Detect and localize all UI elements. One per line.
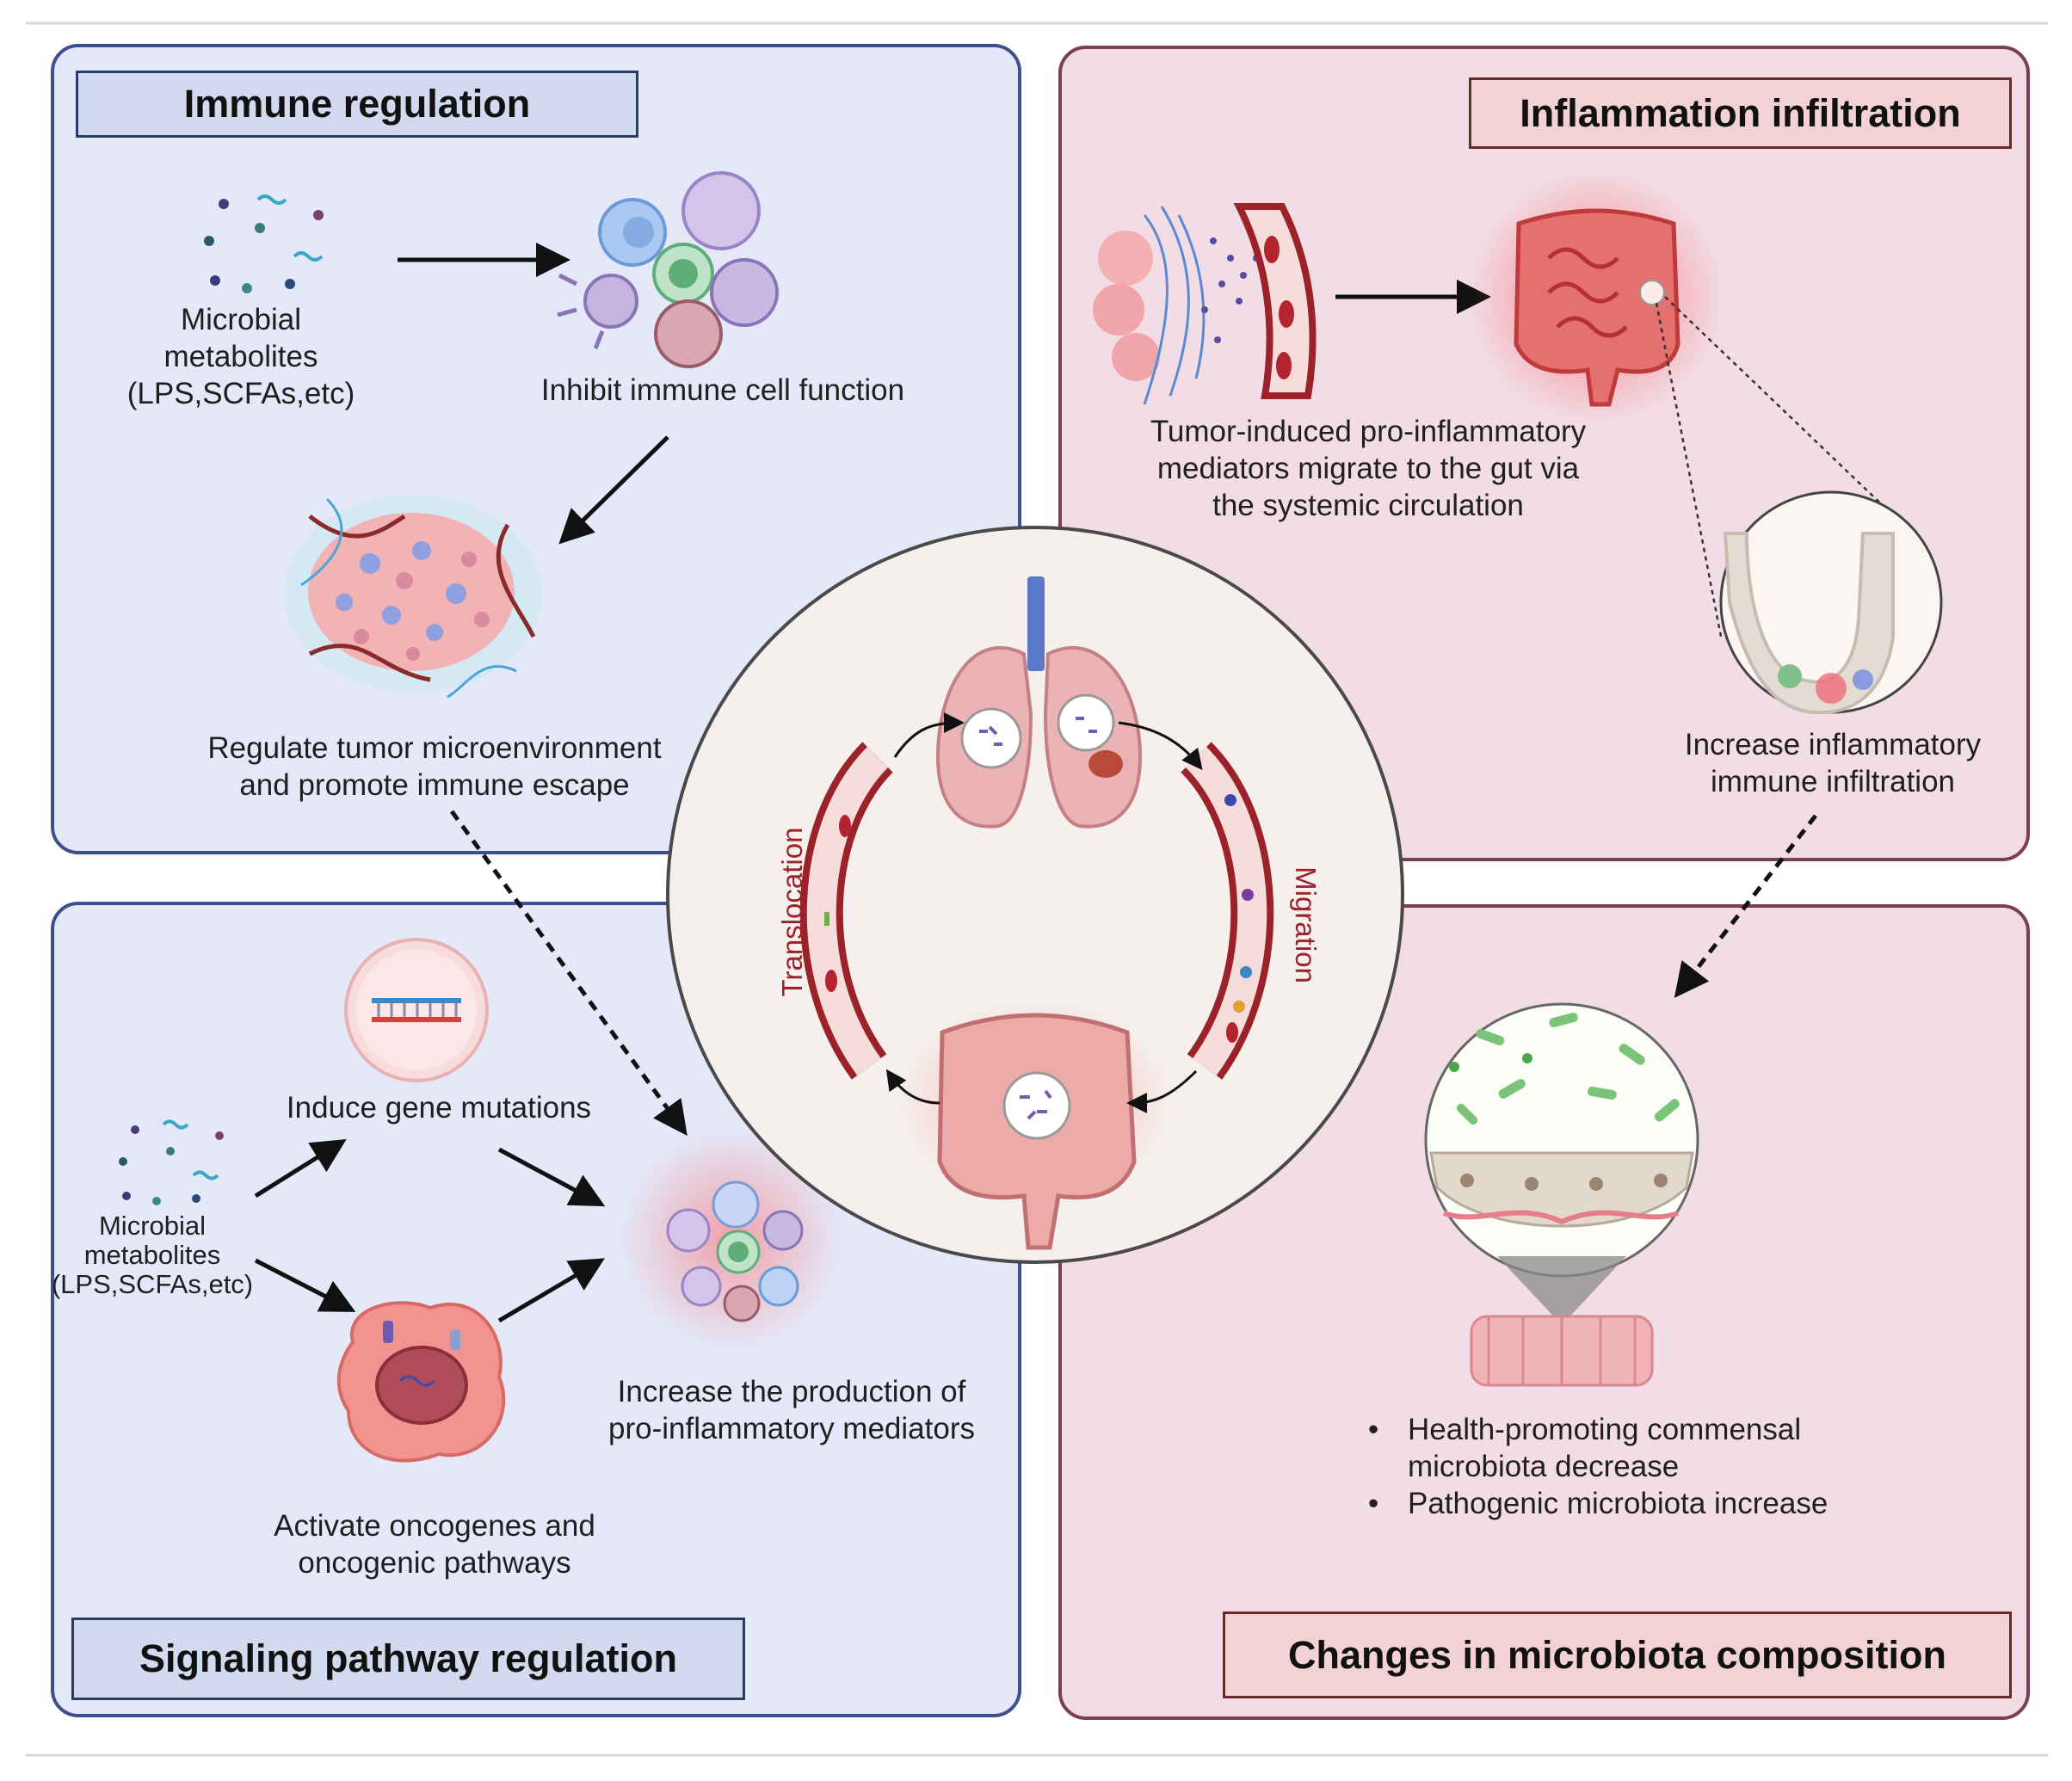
arc-arrow-top-left [893, 712, 965, 758]
arrow-metabolites-to-mutations [254, 1139, 347, 1199]
lungs-illustration [935, 576, 1143, 829]
intestine-segment [1470, 1315, 1654, 1387]
intestine-center-illustration [897, 998, 1173, 1250]
blood-vessel-top [1233, 203, 1317, 399]
translocation-label: Translocation [776, 828, 808, 997]
arrow-metabolites-to-oncogenes [254, 1258, 356, 1312]
oncogene-cell-illustration [336, 1301, 506, 1463]
label-increase-inflammatory-infiltration: Increase inflammatory immune infiltratio… [1684, 728, 1982, 798]
tumor-microenvironment-illustration [284, 495, 542, 699]
bullet-pathogenic-increase: Pathogenic microbiota increase [1368, 1485, 1919, 1522]
tumor-mediator-illustration [1093, 206, 1260, 405]
label-increase-pro-inflammatory-mediators: Increase the production of pro-inflammat… [608, 1375, 975, 1445]
label-microbial-metabolites-bottom: Microbial metabolites (LPS,SCFAs,etc) [51, 1211, 254, 1299]
metabolite-dots-top [204, 194, 324, 293]
label-regulate-tumor-microenvironment: Regulate tumor microenvironment and prom… [207, 731, 662, 802]
title-microbiota-composition: Changes in microbiota composition [1223, 1612, 2012, 1698]
title-inflammation-infiltration: Inflammation infiltration [1469, 77, 2012, 149]
magnifier-cone [1497, 1256, 1626, 1325]
arrow-immune-to-tumor [558, 435, 669, 545]
right-vessel-migration [1180, 742, 1274, 1080]
label-tumor-induced-mediators: Tumor-induced pro-inflammatory mediators… [1150, 415, 1587, 522]
pro-inflammatory-cell-cluster [620, 1127, 843, 1351]
arc-arrow-top-right [1118, 721, 1203, 771]
dna-mutation-illustration [344, 938, 489, 1082]
title-immune-regulation: Immune regulation [76, 71, 638, 138]
title-signaling-pathway: Signaling pathway regulation [71, 1618, 745, 1700]
villus-magnifier [1719, 490, 1943, 715]
dashed-arrow-infiltration-to-microbiota [1674, 814, 1817, 998]
left-vessel-translocation [799, 742, 894, 1080]
microbiota-magnifier [1424, 1002, 1699, 1278]
inflamed-intestine-illustration [1467, 168, 1725, 426]
bullet-commensal-decrease: Health-promoting commensal microbiota de… [1368, 1411, 1919, 1485]
migration-label: Migration [1290, 866, 1322, 983]
label-inhibit-immune-cell-function: Inhibit immune cell function [540, 373, 905, 407]
immune-cells-cluster [557, 171, 779, 368]
arrow-mutations-to-mediators [497, 1147, 606, 1207]
metabolite-dots-bottom [119, 1119, 224, 1205]
arrow-oncogenes-to-mediators [497, 1258, 605, 1323]
label-induce-gene-mutations: Induce gene mutations [286, 1091, 592, 1125]
zoom-line-2 [1664, 296, 1913, 534]
arc-arrow-bottom-right [1126, 1069, 1198, 1113]
label-activate-oncogenes: Activate oncogenes and oncogenic pathway… [274, 1509, 595, 1580]
arc-arrow-bottom-left [885, 1069, 940, 1105]
microbiota-bullet-list: Health-promoting commensal microbiota de… [1368, 1411, 1919, 1522]
label-microbial-metabolites-top: Microbial metabolites (LPS,SCFAs,etc) [126, 303, 355, 410]
